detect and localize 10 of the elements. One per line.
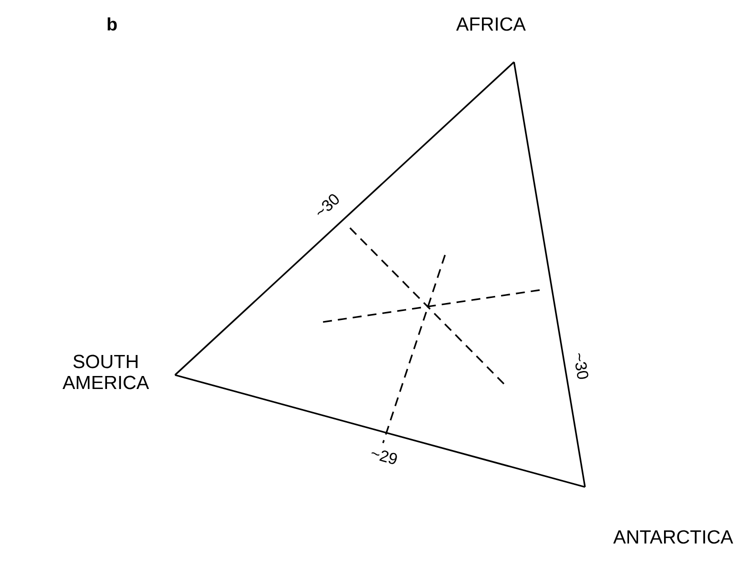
plate-boundary [513, 62, 586, 488]
plate-label: ANTARCTICA [613, 530, 734, 544]
plate-boundary [174, 374, 586, 488]
edge-label: ~30 [318, 194, 339, 216]
plate-label: AFRICA [456, 17, 526, 31]
edge-label: ~29 [371, 450, 397, 464]
plate-label: SOUTH AMERICA [62, 354, 150, 390]
edge-label: ~30 [575, 353, 588, 379]
plate-boundary [174, 61, 515, 376]
panel-letter: b [108, 17, 117, 31]
